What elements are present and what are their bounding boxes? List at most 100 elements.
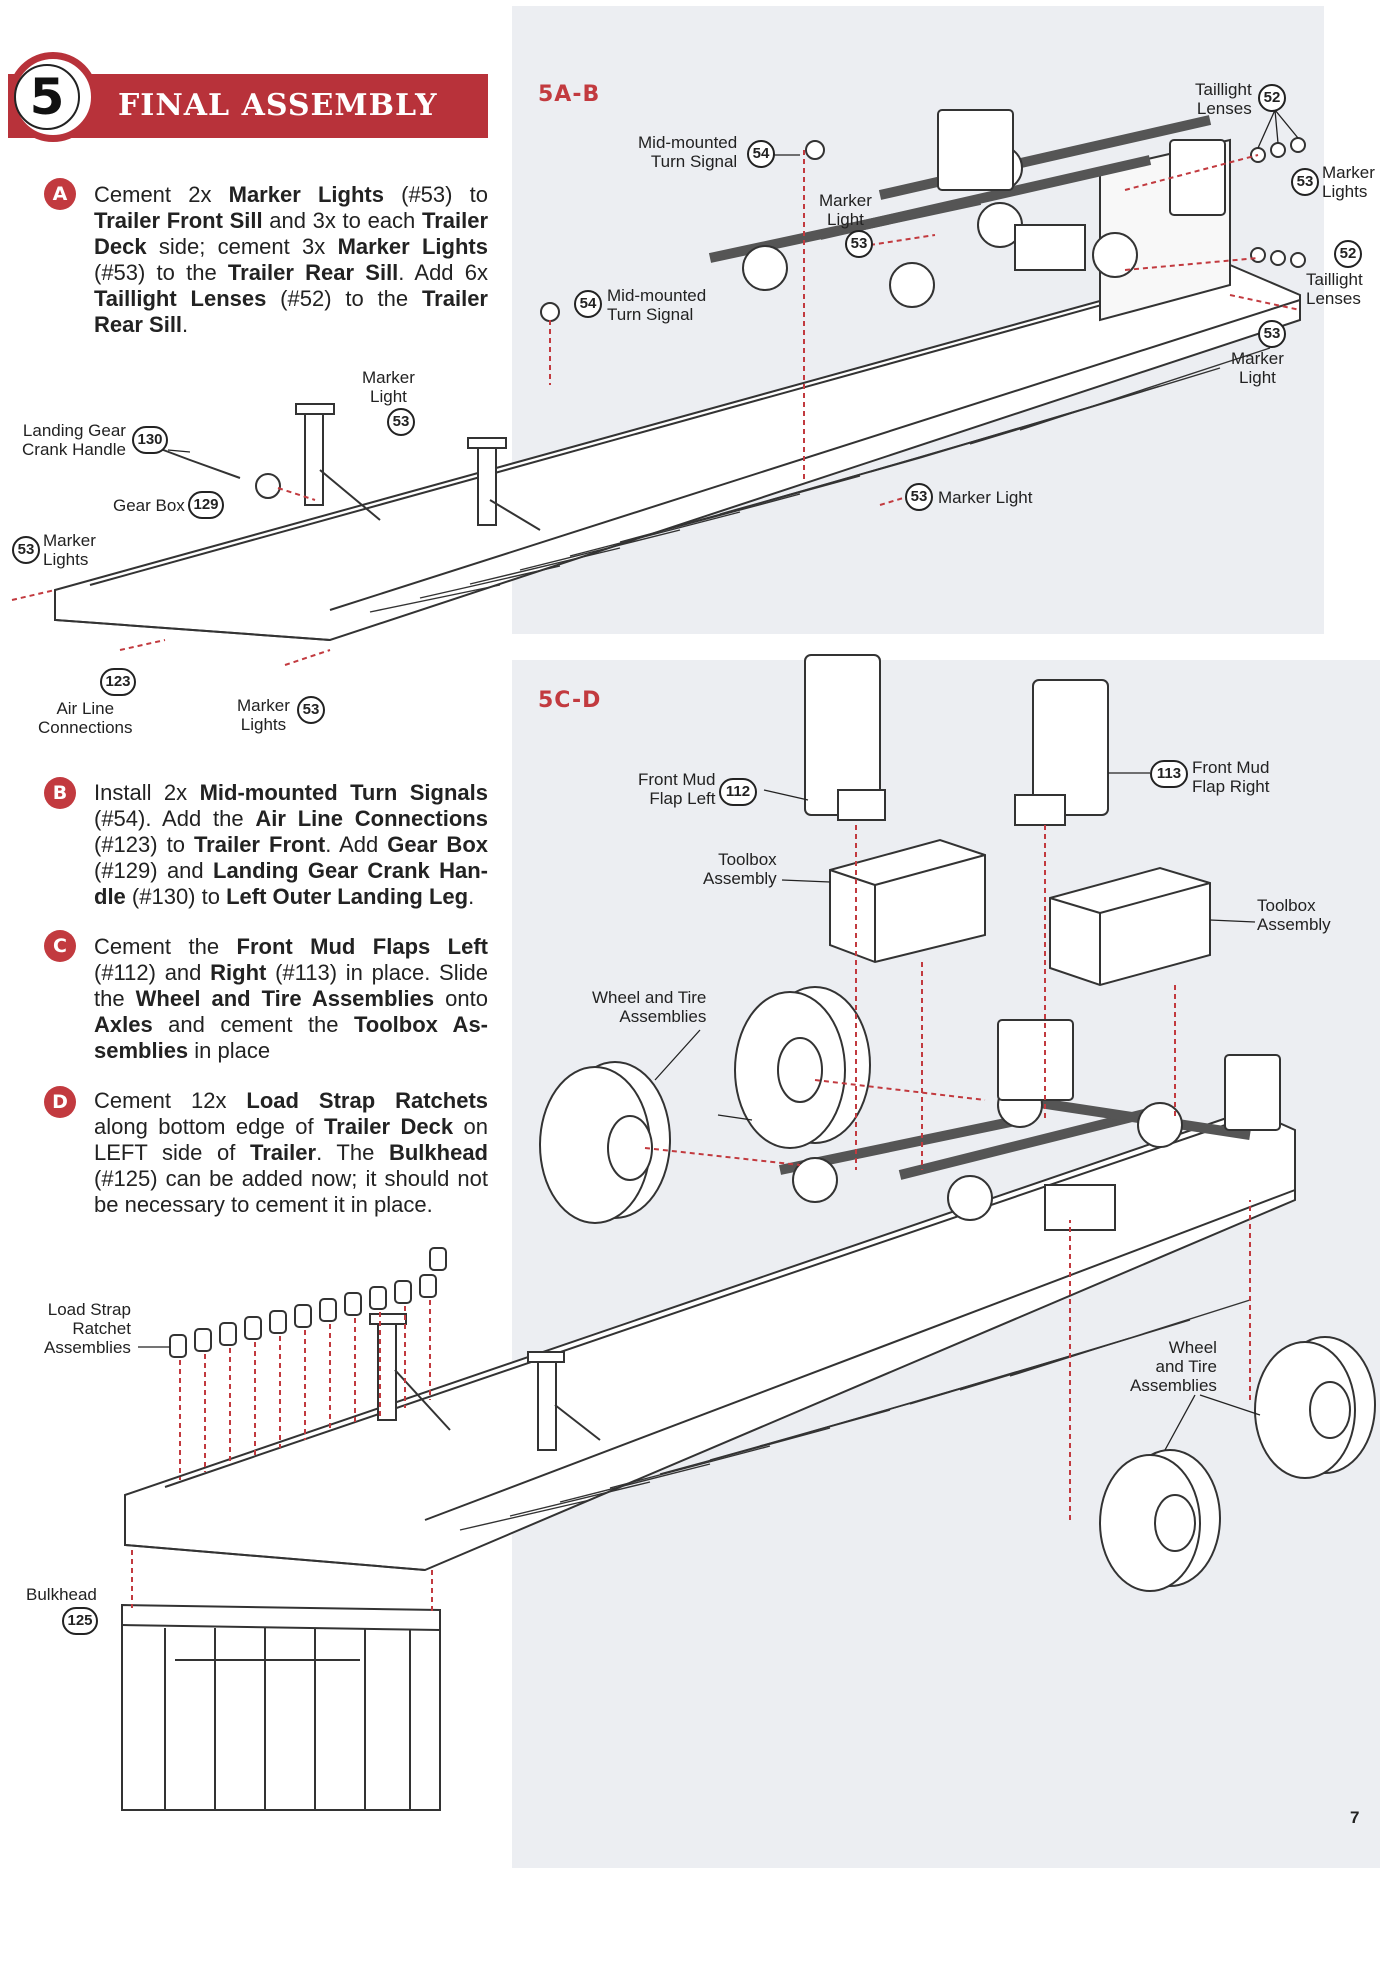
page-number: 7 <box>1350 1808 1360 1827</box>
instruction-text: onto <box>434 986 488 1011</box>
instruction-term: Trailer Deck <box>94 208 489 259</box>
instruction-term: Load Strap Ratchets <box>246 1088 489 1113</box>
callout-marker-lights-front-sill: Marker Lights <box>43 531 96 569</box>
callout-taillight-lenses-bottom: Taillight Lenses <box>1306 270 1363 308</box>
callout-wheel-left: Wheel and Tire Assemblies <box>592 988 707 1026</box>
instruction-text: Cement the <box>94 934 237 959</box>
callout-air-line-connections: Air Line Connections <box>38 699 133 737</box>
part-number-113: 113 <box>1150 760 1188 788</box>
toolbox-right-part <box>1049 866 1211 987</box>
wheel-left-back <box>734 986 871 1149</box>
instruction-text: . The <box>316 1140 389 1165</box>
callout-turn-signal-left: Mid-mounted Turn Signal <box>607 286 707 324</box>
panel-label-5a-b: 5A-B <box>538 82 601 107</box>
instruction-term: Trailer Front Sill <box>94 208 263 233</box>
callout-crank-handle: Landing Gear Crank Handle <box>22 421 126 459</box>
instruction-text: (#125) can be added now; it should not b… <box>94 1166 488 1217</box>
callout-toolbox-right: Toolbox Assembly <box>1257 896 1331 934</box>
instruction-text: Cement 2x <box>94 182 229 207</box>
leader-lines <box>138 109 1299 1451</box>
instruction-term: Bulkhead <box>388 1140 488 1165</box>
callout-marker-lights-rear: Marker Lights <box>1322 163 1375 201</box>
instruction-text: Cement 12x <box>94 1088 247 1113</box>
instruction-term: Right <box>210 960 267 985</box>
part-number-52-top: 52 <box>1258 84 1286 112</box>
instruction-term: Wheel and Tire Assemblies <box>135 986 435 1011</box>
taillight-lenses-top <box>1250 137 1306 268</box>
part-number-129: 129 <box>188 491 224 519</box>
instruction-term: Landing Gear Crank Han-dle <box>94 858 488 909</box>
mud-flaps-bottom <box>997 1019 1281 1131</box>
instruction-b: Install 2x Mid-mounted Turn Signals (#54… <box>94 780 488 910</box>
mud-flap-right-part <box>1014 679 1109 826</box>
instruction-a: Cement 2x Marker Lights (#53) to Trailer… <box>94 182 488 338</box>
instruction-term: Marker Lights <box>337 234 488 259</box>
bulkhead-part <box>121 1603 441 1811</box>
part-number-52-bottom: 52 <box>1334 240 1362 268</box>
instruction-term: Axles <box>94 1012 153 1037</box>
instruction-term: Trailer <box>250 1140 317 1165</box>
crank-handle-top <box>149 444 281 499</box>
instruction-term: Gear Box <box>387 832 488 857</box>
part-number-54-left: 54 <box>574 290 602 318</box>
landing-legs-top <box>295 403 541 531</box>
axle-assembly-top <box>708 115 1212 308</box>
turn-signal-part-left <box>540 302 560 322</box>
part-number-53-rear-side: 53 <box>1258 320 1286 348</box>
part-number-53-rear-top: 53 <box>1291 168 1319 196</box>
instruction-text: (#53) to the <box>94 260 228 285</box>
instruction-badge-b: B <box>44 777 76 809</box>
callout-wheel-right: Wheel and Tire Assemblies <box>1130 1338 1217 1395</box>
callout-mud-flap-right: Front Mud Flap Right <box>1192 758 1270 796</box>
instruction-term: Trailer Front <box>193 832 326 857</box>
instruction-term: Left Outer Landing Leg <box>226 884 469 909</box>
instruction-term: Taillight Lenses <box>94 286 267 311</box>
mud-flaps-top <box>937 109 1226 216</box>
instruction-text: (#112) and <box>94 960 211 985</box>
callout-gear-box: Gear Box <box>113 496 185 515</box>
callout-bulkhead: Bulkhead <box>26 1585 97 1604</box>
callout-taillight-lenses-top: Taillight Lenses <box>1195 80 1252 118</box>
instruction-text: . <box>182 312 189 337</box>
toolbox-left-part <box>829 838 986 964</box>
callout-toolbox-left: Toolbox Assembly <box>703 850 777 888</box>
instruction-term: Front Mud Flaps Left <box>236 934 489 959</box>
landing-legs-bottom <box>369 1313 601 1451</box>
part-number-112: 112 <box>719 778 757 806</box>
instruction-term: Mid-mounted Turn Signals <box>199 780 489 805</box>
instruction-text: . Add <box>325 832 388 857</box>
trailer-deck-bottom <box>124 1019 1296 1572</box>
instruction-text: (#130) to <box>125 884 227 909</box>
instruction-badge-c: C <box>44 930 76 962</box>
instruction-text: (#54). Add the <box>94 806 256 831</box>
instruction-text: along bottom edge of <box>94 1114 325 1139</box>
deck-crossmembers-bottom <box>459 1299 1251 1531</box>
instruction-text: . <box>468 884 475 909</box>
part-number-130: 130 <box>132 426 168 454</box>
instruction-text: (#53) to <box>383 182 489 207</box>
instruction-badge-d: D <box>44 1086 76 1118</box>
part-number-53-front-top: 53 <box>387 408 415 436</box>
instruction-term: Air Line Connections <box>255 806 488 831</box>
instruction-text: on LEFT side of <box>94 1114 488 1165</box>
instruction-text: Install 2x <box>94 780 200 805</box>
instruction-term: Marker Lights <box>228 182 384 207</box>
instruction-text: and 3x to each <box>262 208 422 233</box>
part-number-125: 125 <box>62 1607 98 1635</box>
section-title: FINAL ASSEMBLY <box>118 88 438 123</box>
callout-marker-light-mid: Marker Light <box>819 191 872 229</box>
mud-flap-left-part <box>804 654 886 821</box>
part-number-53-front-sill: 53 <box>12 536 40 564</box>
instruction-text: and cement the <box>152 1012 354 1037</box>
turn-signal-part-right <box>805 140 825 160</box>
wheel-right-back <box>1099 1449 1221 1592</box>
wheel-left-front <box>539 1061 671 1224</box>
wheel-right-front <box>1254 1336 1376 1479</box>
callout-marker-lights-front-bottom: Marker Lights <box>237 696 290 734</box>
callout-turn-signal-right: Mid-mounted Turn Signal <box>638 133 738 171</box>
callout-marker-light-front-top: Marker Light <box>362 368 415 406</box>
instruction-d: Cement 12x Load Strap Ratchets along bot… <box>94 1088 488 1218</box>
part-number-53-front-bottom: 53 <box>297 696 325 724</box>
part-number-53-side: 53 <box>905 483 933 511</box>
